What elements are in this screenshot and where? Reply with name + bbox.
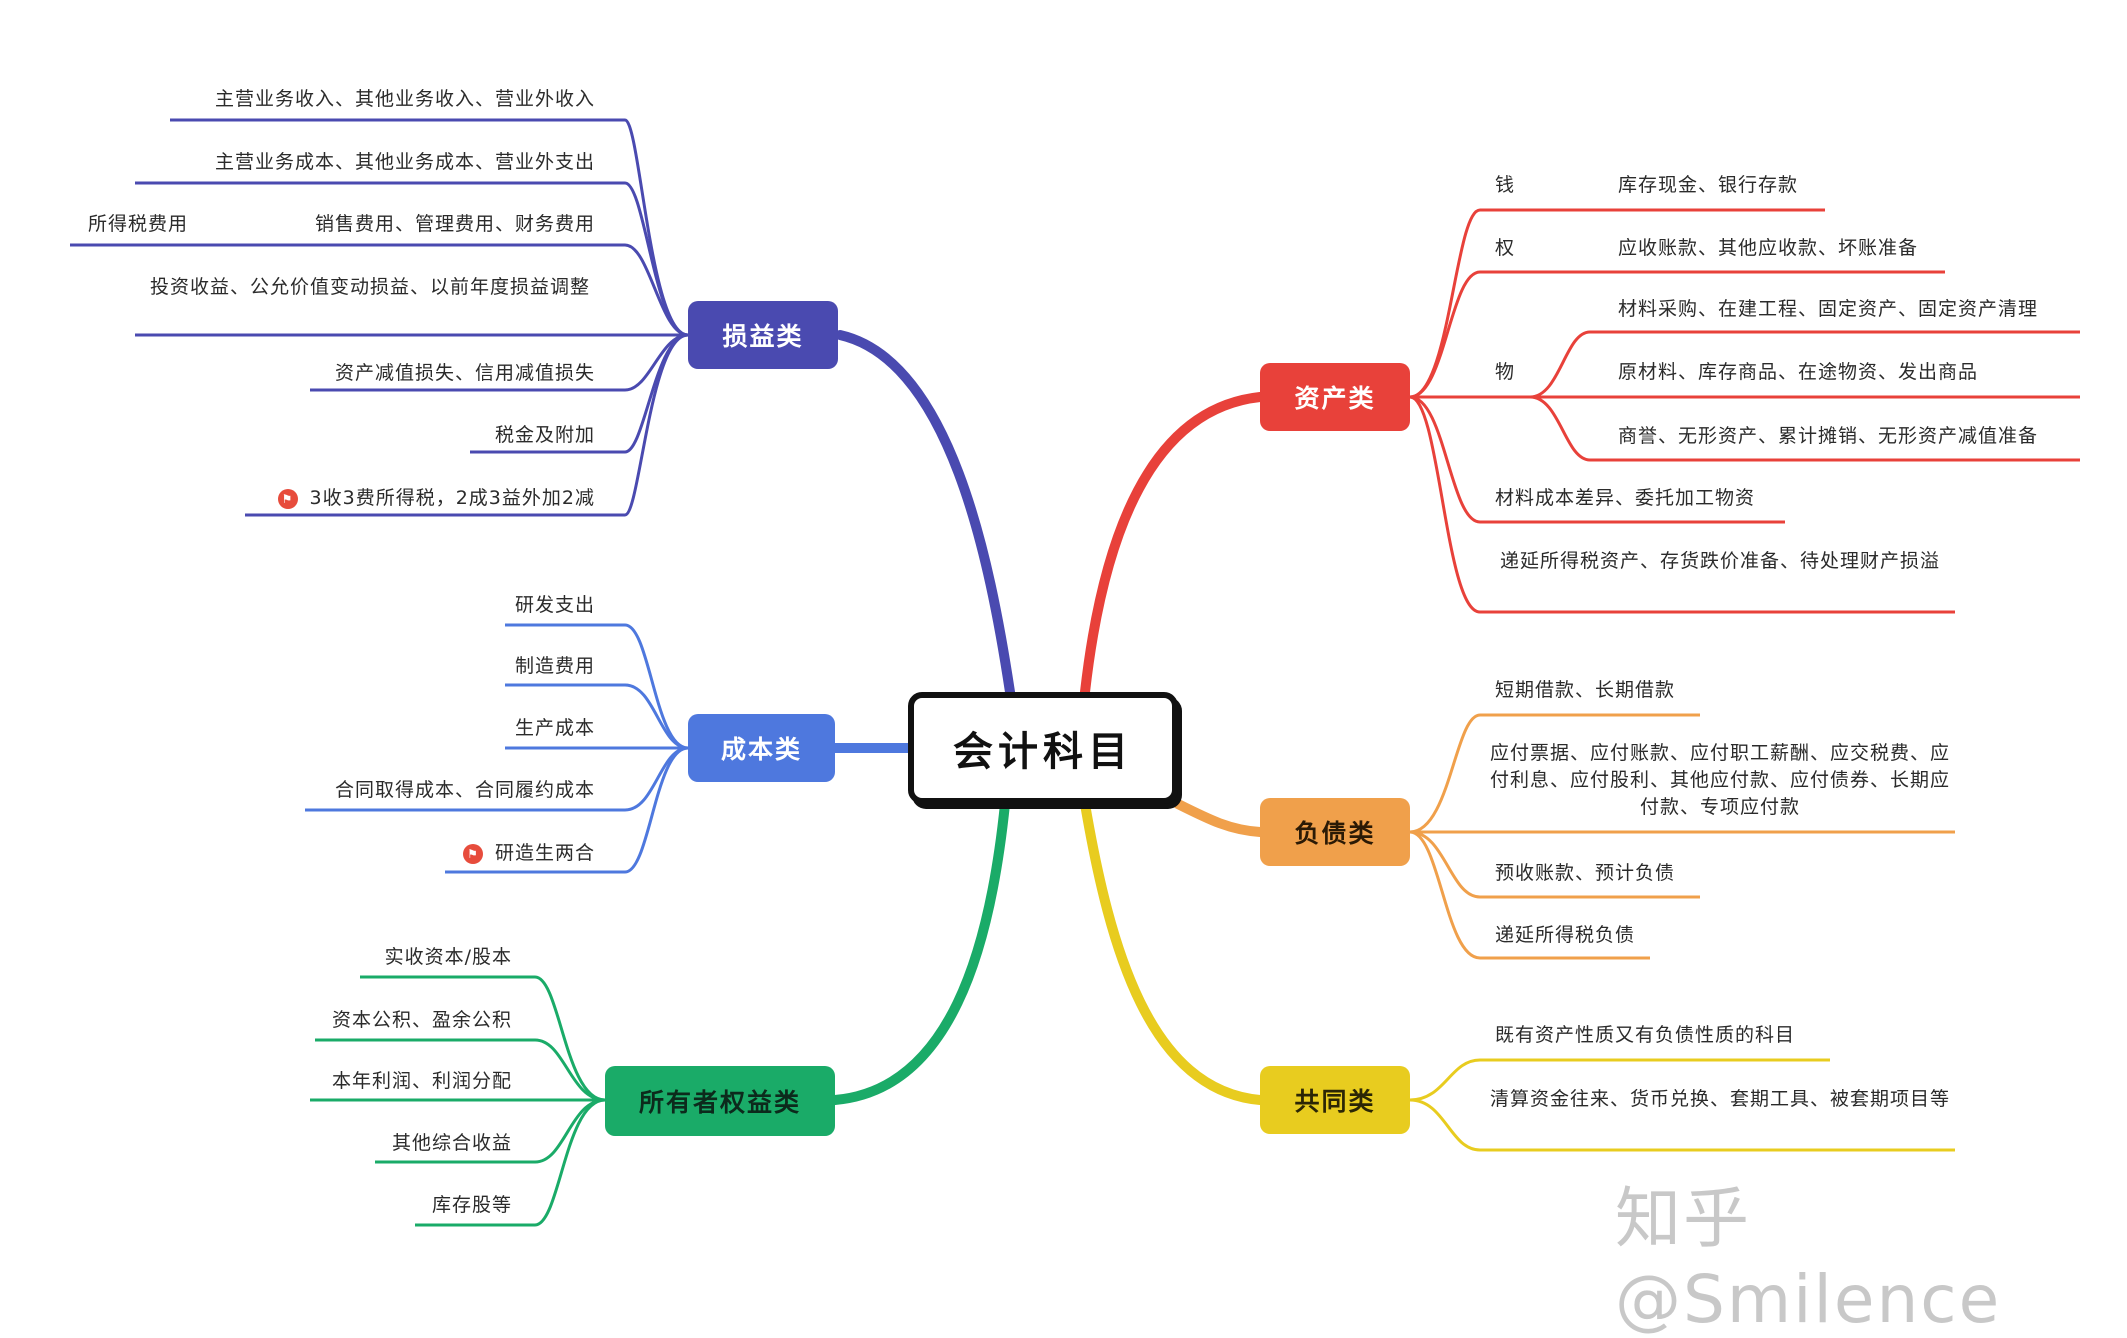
- asset-item-5: 商誉、无形资产、累计摊销、无形资产减值准备: [1618, 425, 2039, 447]
- equity-item-3: 本年利润、利润分配: [331, 1070, 512, 1092]
- node-income[interactable]: 损益类: [688, 301, 838, 369]
- asset-link-things-1: [1529, 330, 2080, 399]
- mindmap-connectors: [70, 118, 2080, 1227]
- common-item-1: 既有资产性质又有负债性质的科目: [1495, 1024, 1796, 1046]
- asset-item-3: 材料采购、在建工程、固定资产、固定资产清理: [1618, 298, 2039, 320]
- central-topic-label: 会计科目: [953, 729, 1133, 775]
- flag-icon: ⚑: [462, 843, 483, 864]
- flag-icon: ⚑: [277, 488, 298, 509]
- equity-item-1: 实收资本/股本: [384, 946, 512, 968]
- node-cost[interactable]: 成本类: [688, 714, 835, 782]
- asset-group-things: 物: [1495, 361, 1516, 383]
- liability-link-1: [1409, 713, 1700, 834]
- liability-item-2: 应付票据、应付账款、应付职工薪酬、应交税费、应付利息、应付股利、其他应付款、应付…: [1490, 742, 1951, 818]
- income-item-8-text: 3收3费所得税，2成3益外加2减: [309, 487, 595, 509]
- liability-item-4: 递延所得税负债: [1495, 924, 1636, 946]
- income-item-2: 主营业务成本、其他业务成本、营业外支出: [214, 151, 595, 173]
- branch-liability: [1173, 799, 1265, 837]
- node-asset[interactable]: 资产类: [1260, 363, 1410, 431]
- asset-item-2: 应收账款、其他应收款、坏账准备: [1618, 237, 1919, 259]
- node-cost-title: 成本类: [720, 735, 802, 764]
- node-common[interactable]: 共同类: [1260, 1066, 1410, 1134]
- asset-item-1: 库存现金、银行存款: [1618, 174, 1799, 196]
- central-topic[interactable]: 会计科目: [908, 692, 1178, 804]
- common-link-1: [1409, 1058, 1830, 1102]
- income-link-7: [245, 333, 689, 517]
- branch-common: [1080, 799, 1265, 1105]
- income-item-1: 主营业务收入、其他业务收入、营业外收入: [214, 88, 595, 110]
- cost-link-5: [445, 746, 689, 874]
- node-income-title: 损益类: [722, 322, 804, 351]
- branch-equity: [830, 799, 1010, 1105]
- asset-item-6: 材料成本差异、委托加工物资: [1495, 487, 1756, 509]
- node-asset-title: 资产类: [1294, 384, 1376, 413]
- asset-link-5: [1409, 395, 1785, 524]
- asset-group-rights: 权: [1495, 237, 1516, 259]
- income-item-5: 投资收益、公允价值变动损益、以前年度损益调整: [149, 276, 590, 298]
- node-equity[interactable]: 所有者权益类: [605, 1066, 835, 1136]
- branch-asset: [1080, 392, 1265, 697]
- cost-item-3: 生产成本: [514, 717, 595, 739]
- asset-group-money: 钱: [1495, 174, 1516, 196]
- income-item-3: 销售费用、管理费用、财务费用: [314, 213, 595, 235]
- income-link-2: [135, 181, 689, 337]
- node-equity-title: 所有者权益类: [638, 1088, 801, 1117]
- cost-item-5-text: 研造生两合: [494, 842, 595, 864]
- equity-link-5: [415, 1098, 606, 1227]
- asset-item-7: 递延所得税资产、存货跌价准备、待处理财产损溢: [1499, 550, 1940, 572]
- income-item-7: 税金及附加: [494, 424, 595, 446]
- equity-item-5: 库存股等: [431, 1194, 512, 1216]
- common-item-2: 清算资金往来、货币兑换、套期工具、被套期项目等: [1490, 1088, 1951, 1110]
- liability-link-3: [1409, 830, 1700, 899]
- liability-item-1: 短期借款、长期借款: [1495, 679, 1676, 701]
- equity-item-4: 其他综合收益: [391, 1132, 512, 1154]
- common-link-2: [1409, 1098, 1955, 1152]
- watermark: 知乎 @Smilence: [1615, 1180, 2002, 1338]
- equity-link-2: [315, 1038, 606, 1102]
- branch-income: [835, 330, 1015, 697]
- liability-link-4: [1409, 830, 1650, 960]
- asset-link-6: [1409, 395, 1955, 614]
- income-item-6: 资产减值损失、信用减值损失: [334, 362, 595, 384]
- equity-link-1: [360, 975, 606, 1102]
- income-item-8: ⚑ 3收3费所得税，2成3益外加2减: [277, 485, 595, 512]
- cost-item-1: 研发支出: [514, 594, 595, 616]
- node-common-title: 共同类: [1294, 1087, 1376, 1116]
- cost-item-2: 制造费用: [514, 655, 595, 677]
- cost-item-5: ⚑ 研造生两合: [462, 840, 595, 867]
- income-item-4: 所得税费用: [88, 213, 189, 235]
- cost-link-2: [505, 683, 689, 750]
- income-link-3: [200, 243, 689, 337]
- cost-item-4: 合同取得成本、合同履约成本: [334, 779, 595, 801]
- equity-item-2: 资本公积、盈余公积: [331, 1009, 512, 1031]
- asset-item-4: 原材料、库存商品、在途物资、发出商品: [1618, 361, 1979, 383]
- liability-item-3: 预收账款、预计负债: [1495, 862, 1676, 884]
- node-liability-title: 负债类: [1294, 819, 1376, 848]
- asset-link-things-3: [1529, 395, 2080, 462]
- node-liability[interactable]: 负债类: [1260, 798, 1410, 866]
- asset-link-rights: [1409, 270, 1605, 399]
